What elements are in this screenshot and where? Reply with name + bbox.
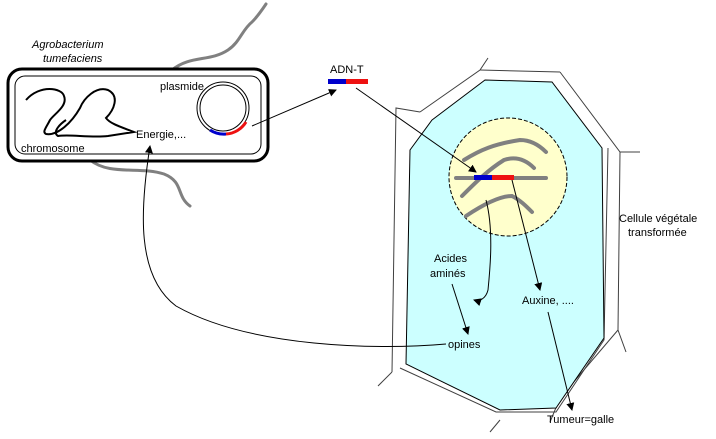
flagella [88,2,268,208]
energy-label: Energie,... [136,129,186,141]
arrows [142,87,575,411]
plasmid-label: plasmide [160,81,204,93]
plasmid-tdna-blue [209,128,227,136]
arrow-amino-acids-to-opines [451,283,470,335]
arrow-opines-to-bacterium [142,145,447,347]
tdna-fragment: ADN-T [328,64,368,84]
tumor-label: Tumeur=galle [547,414,614,426]
plant-cell: Acides aminés opines Auxine, .... Tumeur… [377,57,697,433]
tdna-label: ADN-T [330,64,364,76]
bacterium-name-line2: tumefaciens [43,53,103,65]
integrated-tdna [474,175,514,180]
arrow-tdna-to-nucleus [355,87,477,173]
bacterium-name-line1: Agrobacterium [31,39,104,51]
plasmid-tdna-red [225,121,248,136]
arrow-dna-to-auxin [511,179,543,291]
flagellum-top [170,2,268,72]
cell-label-line1: Cellule végétale [619,213,697,225]
plasmid [196,81,250,136]
arrow-dna-to-amino-acids [473,199,492,307]
amino-acids-label-line2: aminés [430,268,466,280]
bacterium-inner-membrane [14,75,262,155]
amino-acids-label-line1: Acides [434,253,468,265]
opines-label: opines [448,339,481,351]
auxin-label: Auxine, .... [522,295,574,307]
arrow-plasmid-to-tdna [251,89,337,127]
arrow-auxin-to-tumor [547,311,575,411]
bacterium: Agrobacterium tumefaciens plasmide Energ… [6,39,270,163]
flagellum-bottom [88,158,192,208]
chromosome-label: chromosome [21,143,85,155]
cell-label-line2: transformée [628,227,687,239]
bacterial-chromosome [25,88,138,138]
